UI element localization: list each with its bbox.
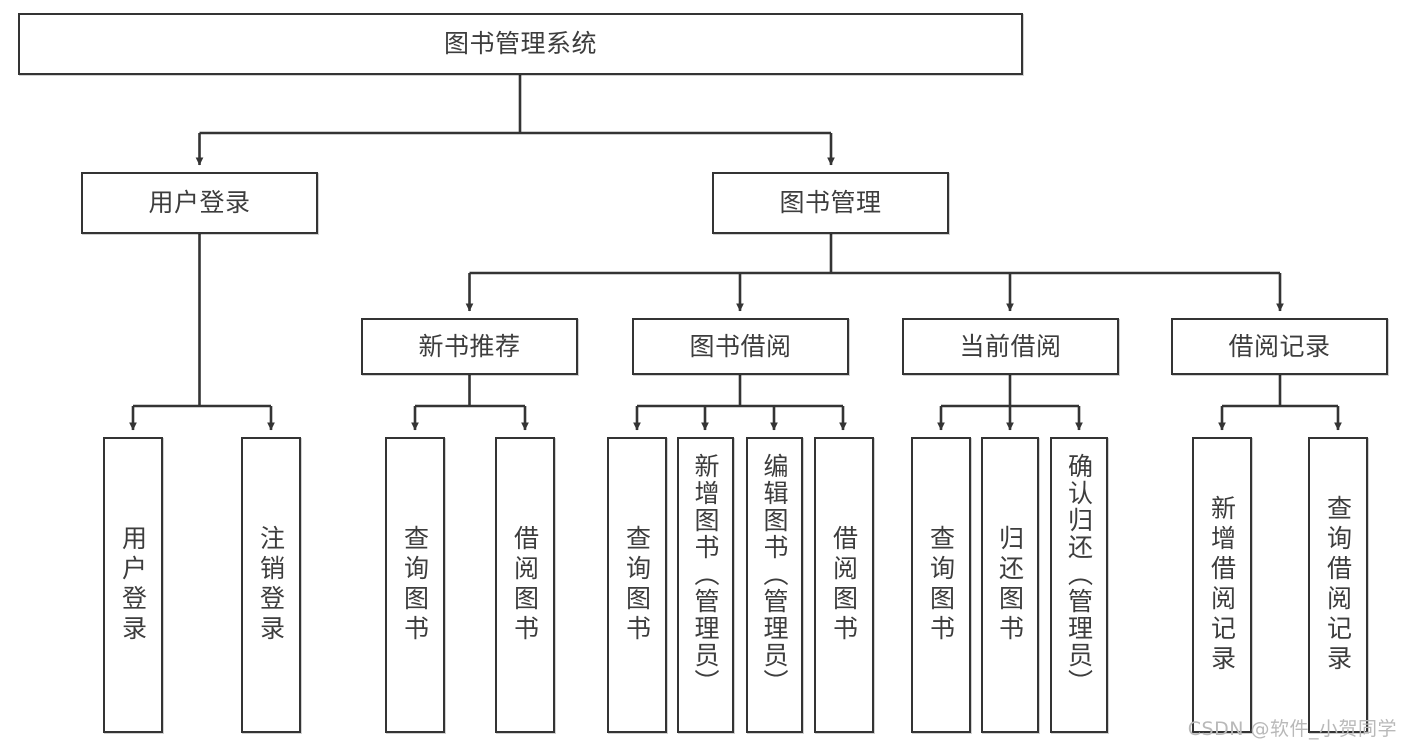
node-new-book-recommendation[interactable]: 新书推荐 xyxy=(361,318,578,375)
leaf-borrow-book-new-rec[interactable]: 借阅图书 xyxy=(495,437,555,733)
csdn-watermark: CSDN @软件_小贺同学 xyxy=(1187,718,1397,740)
node-label: 图书管理系统 xyxy=(443,29,597,59)
node-label: 新增图书（管理员） xyxy=(691,453,720,696)
node-label: 借阅记录 xyxy=(1228,331,1331,361)
leaf-confirm-return-admin[interactable]: 确认归还（管理员） xyxy=(1050,437,1108,733)
node-root-book-management-system[interactable]: 图书管理系统 xyxy=(18,13,1023,75)
node-user-login[interactable]: 用户登录 xyxy=(81,172,318,234)
leaf-borrow-book[interactable]: 借阅图书 xyxy=(814,437,874,733)
node-label: 用户登录 xyxy=(118,525,148,645)
node-current-borrow[interactable]: 当前借阅 xyxy=(902,318,1119,375)
node-label: 用户登录 xyxy=(148,188,251,218)
node-label: 注销登录 xyxy=(256,525,286,645)
node-book-borrow[interactable]: 图书借阅 xyxy=(632,318,849,375)
leaf-return-book[interactable]: 归还图书 xyxy=(981,437,1039,733)
node-label: 确认归还（管理员） xyxy=(1064,453,1094,696)
leaf-query-borrow-record[interactable]: 查询借阅记录 xyxy=(1308,437,1368,733)
node-label: 查询图书 xyxy=(622,525,652,645)
node-book-management[interactable]: 图书管理 xyxy=(712,172,949,234)
node-borrow-record[interactable]: 借阅记录 xyxy=(1171,318,1388,375)
node-label: 借阅图书 xyxy=(829,525,859,645)
node-label: 当前借阅 xyxy=(959,331,1062,361)
node-label: 图书借阅 xyxy=(689,331,792,361)
leaf-query-book-current[interactable]: 查询图书 xyxy=(911,437,971,733)
node-label: 查询图书 xyxy=(400,525,430,645)
node-label: 归还图书 xyxy=(995,525,1025,645)
leaf-edit-book-admin[interactable]: 编辑图书（管理员） xyxy=(746,437,803,733)
leaf-user-login[interactable]: 用户登录 xyxy=(103,437,163,733)
node-label: 新增借阅记录 xyxy=(1207,495,1237,675)
node-label: 查询图书 xyxy=(926,525,956,645)
node-label: 图书管理 xyxy=(779,188,882,218)
node-label: 查询借阅记录 xyxy=(1323,495,1353,675)
leaf-add-borrow-record[interactable]: 新增借阅记录 xyxy=(1192,437,1252,733)
leaf-logout-login[interactable]: 注销登录 xyxy=(241,437,301,733)
leaf-add-book-admin[interactable]: 新增图书（管理员） xyxy=(677,437,734,733)
node-label: 新书推荐 xyxy=(418,331,521,361)
leaf-query-book-borrow[interactable]: 查询图书 xyxy=(607,437,667,733)
leaf-query-book-new-rec[interactable]: 查询图书 xyxy=(385,437,445,733)
node-label: 借阅图书 xyxy=(510,525,540,645)
node-label: 编辑图书（管理员） xyxy=(760,453,789,696)
